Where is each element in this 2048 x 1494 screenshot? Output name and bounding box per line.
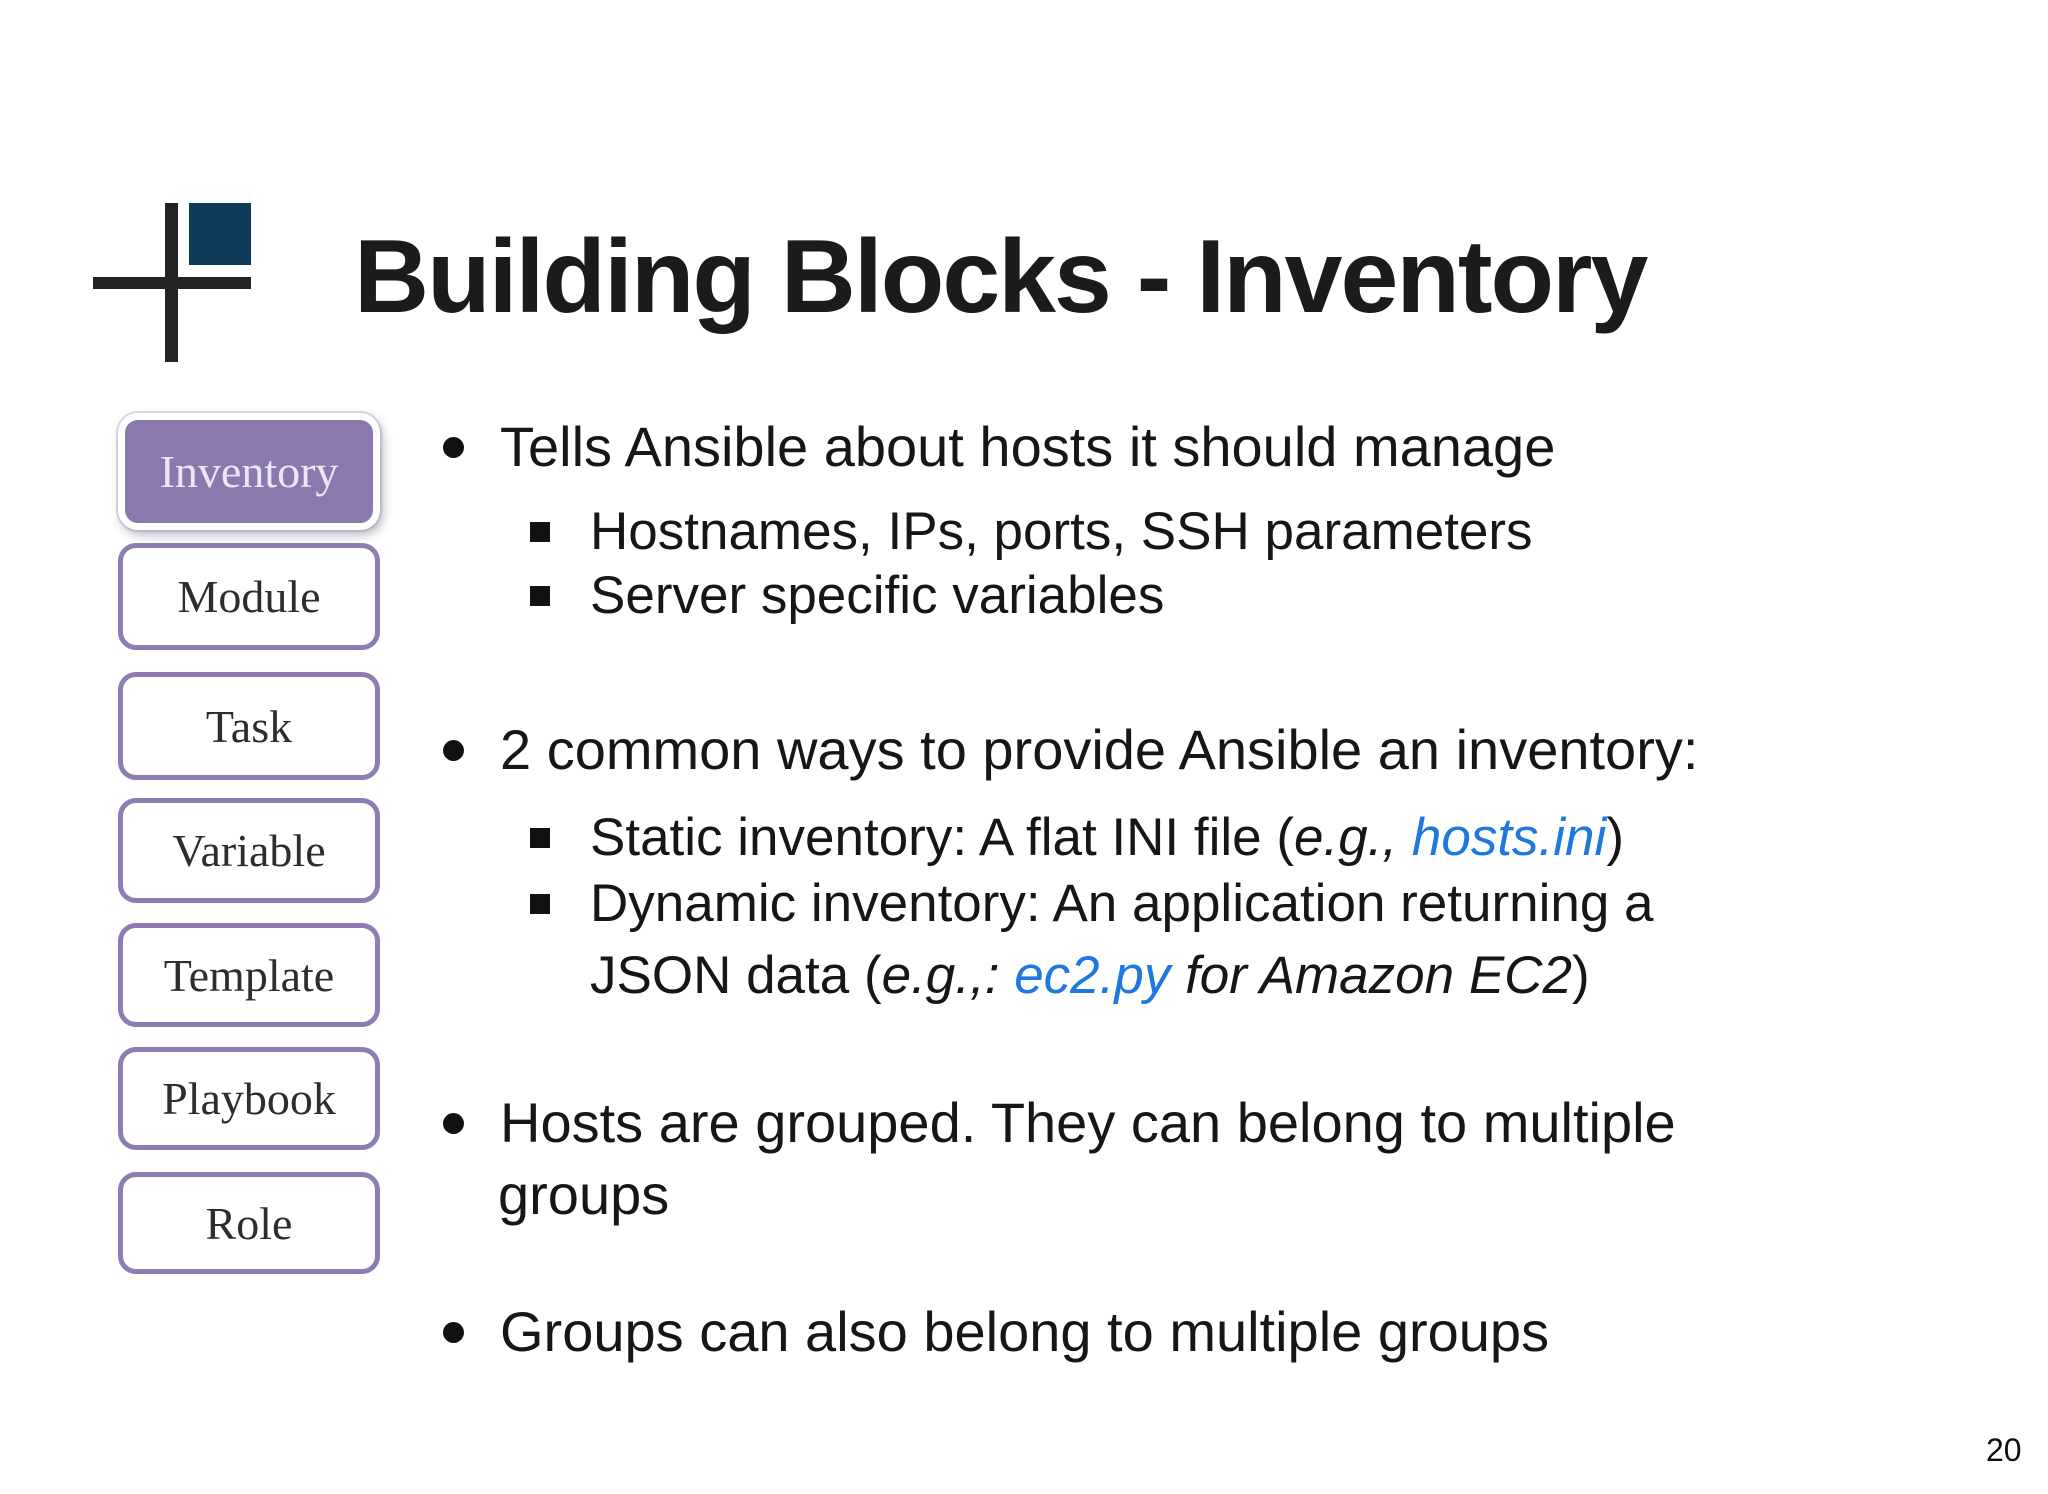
sidebar-item-label: Role: [205, 1197, 293, 1249]
sub-bullet-static-inventory: Static inventory: A flat INI file (e.g.,…: [530, 806, 1624, 870]
sidebar-item-template: Template: [118, 923, 380, 1027]
close-paren-text: ): [1606, 808, 1624, 867]
json-data-text: JSON data (: [590, 946, 882, 1005]
bullet-text: JSON data (e.g.,: ec2.py for Amazon EC2): [590, 940, 1590, 1012]
bullet-text: Dynamic inventory: An application return…: [590, 874, 1654, 933]
sidebar-item-label: Inventory: [159, 446, 339, 497]
sub-bullet-hostnames: Hostnames, IPs, ports, SSH parameters: [530, 500, 1533, 564]
bullet-item-two-ways: 2 common ways to provide Ansible an inve…: [443, 714, 1698, 786]
bullet-dot-icon: [443, 739, 464, 761]
bullet-dot-icon: [443, 1112, 464, 1134]
sidebar-item-variable: Variable: [118, 798, 380, 903]
bullet-text: Static inventory: A flat INI file (e.g.,…: [590, 806, 1624, 870]
close-paren-text: ): [1571, 946, 1590, 1005]
bullet-square-icon: [530, 522, 550, 542]
bullet-text: Groups can also belong to multiple group…: [500, 1300, 1550, 1363]
bullet-text: Server specific variables: [590, 566, 1165, 625]
bullet-text: Hosts are grouped. They can belong to mu…: [500, 1091, 1676, 1154]
bullet-text: Hostnames, IPs, ports, SSH parameters: [590, 502, 1533, 561]
sidebar-item-label: Module: [177, 571, 321, 622]
sidebar-item-label: Template: [163, 949, 335, 1001]
bullet-square-icon: [530, 828, 550, 848]
amazon-ec2-italic-text: for Amazon EC2: [1170, 946, 1572, 1005]
sidebar-item-module: Module: [118, 543, 380, 650]
bullet-item-hosts-grouped-wrap: groups: [498, 1159, 669, 1231]
bullet-dot-icon: [443, 1321, 464, 1343]
sidebar-item-label: Variable: [172, 825, 326, 876]
bullet-text: 2 common ways to provide Ansible an inve…: [500, 718, 1699, 781]
sidebar-item-label: Task: [205, 700, 293, 752]
bullet-item-groups-belong: Groups can also belong to multiple group…: [443, 1296, 1549, 1368]
static-inventory-text: Static inventory: A flat INI file (: [590, 808, 1295, 867]
sidebar-item-task: Task: [118, 672, 380, 780]
sidebar-item-role: Role: [118, 1172, 380, 1274]
sidebar-item-inventory: Inventory: [118, 413, 380, 530]
logo-navy-square: [189, 203, 251, 265]
hosts-ini-link[interactable]: hosts.ini: [1411, 808, 1607, 867]
bullet-item-manage: Tells Ansible about hosts it should mana…: [443, 411, 1555, 483]
page-title: Building Blocks - Inventory: [354, 219, 1648, 335]
bullet-text: groups: [498, 1163, 670, 1226]
bullet-dot-icon: [443, 436, 464, 458]
bullet-square-icon: [530, 894, 550, 914]
bullet-item-hosts-grouped: Hosts are grouped. They can belong to mu…: [443, 1087, 1676, 1159]
eg-italic-text: e.g.,: [1294, 808, 1412, 867]
sub-bullet-dynamic-inventory-wrap: JSON data (e.g.,: ec2.py for Amazon EC2): [590, 940, 1590, 1012]
sidebar-item-label: Playbook: [162, 1073, 336, 1124]
page-number: 20: [1986, 1432, 2022, 1468]
eg-italic-text: e.g.,:: [881, 946, 1015, 1005]
ec2-py-link[interactable]: ec2.py: [1014, 946, 1171, 1005]
bullet-square-icon: [530, 586, 550, 606]
sidebar-item-playbook: Playbook: [118, 1047, 380, 1150]
sub-bullet-dynamic-inventory: Dynamic inventory: An application return…: [530, 872, 1654, 936]
sub-bullet-server-vars: Server specific variables: [530, 564, 1164, 628]
bullet-text: Tells Ansible about hosts it should mana…: [500, 415, 1556, 478]
logo-horizontal-bar: [93, 277, 251, 289]
